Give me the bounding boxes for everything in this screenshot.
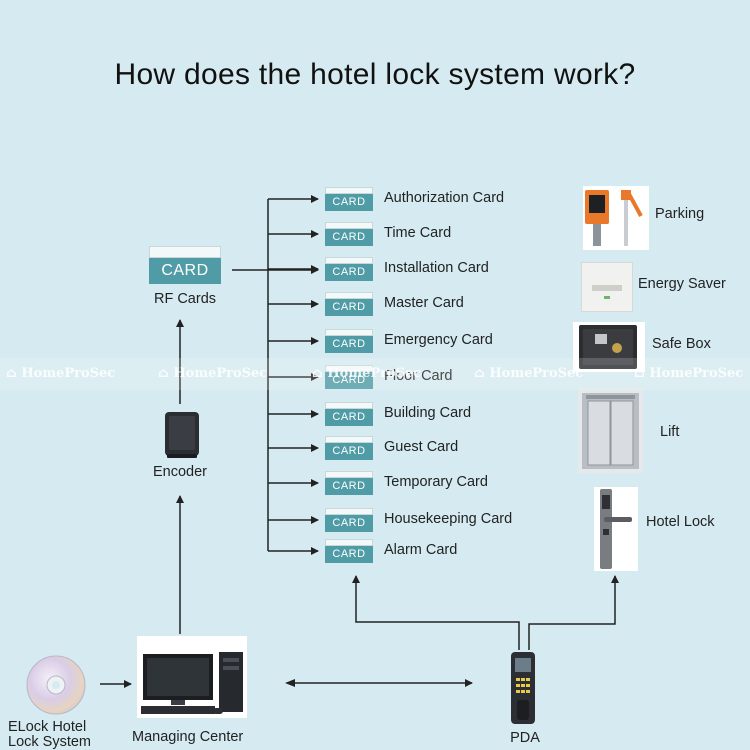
pda-label: PDA [510,730,540,746]
card-label: Authorization Card [384,190,505,206]
diagram-title: How does the hotel lock system work? [114,58,636,91]
pda-icon [511,652,535,724]
watermark-text: ⌂ HomeProSec [634,366,744,381]
watermark-band [0,358,750,390]
parking-icon [583,186,649,250]
card-badge: CARD [325,264,373,281]
card-badge: CARD [325,372,373,389]
card-icon: CARD [325,329,373,353]
watermark-text: ⌂ HomeProSec [158,366,268,381]
card-badge: CARD [325,229,373,246]
lift-icon [578,389,643,473]
card-label: Time Card [384,225,452,241]
safe-box-icon [573,322,645,372]
card-badge: CARD [325,299,373,316]
card-label: Housekeeping Card [384,511,513,527]
card-badge: CARD [325,515,373,532]
card-badge: CARD [325,409,373,426]
card-icon: CARD [325,257,373,281]
elock-label-line1: ELock Hotel [8,719,87,735]
card-icon: CARD [325,471,373,495]
card-label: Temporary Card [384,474,488,490]
card-badge: CARD [325,194,373,211]
card-label: Alarm Card [384,542,458,558]
card-label: Installation Card [384,260,489,276]
device-label-lift: Lift [660,424,680,440]
rf-cards-icon: CARD [149,246,221,286]
hotel-lock-icon [594,487,638,571]
card-label: Guest Card [384,439,459,455]
elock-label-line2: Lock System [8,734,91,750]
encoder-label: Encoder [152,464,207,480]
card-icon: CARD [325,187,373,211]
rf-cards-label: RF Cards [153,291,217,307]
card-label: Building Card [384,405,472,421]
card-badge: CARD [325,443,373,460]
encoder-icon [165,412,199,458]
managing-center-label: Managing Center [132,729,244,745]
card-label: Emergency Card [384,332,493,348]
managing-center-icon [137,636,247,718]
card-icon: CARD [325,292,373,316]
device-label-parking: Parking [655,206,705,222]
device-label-hotel-lock: Hotel Lock [646,514,715,530]
cd-icon [26,655,86,715]
card-icon: CARD [325,365,373,389]
rf-cards-badge: CARD [149,258,221,284]
card-label: Floor Card [384,368,453,384]
card-badge: CARD [325,478,373,495]
pda-to-lock-arrow [528,575,619,650]
device-label-safe-box: Safe Box [652,336,711,352]
card-icon: CARD [325,222,373,246]
pda-to-cards-arrow [352,575,520,650]
card-label: Master Card [384,295,464,311]
card-icon: CARD [325,539,373,563]
card-icon: CARD [325,508,373,532]
device-label-energy-saver: Energy Saver [638,276,726,292]
watermark-text: ⌂ HomeProSec [312,366,422,381]
watermark-text: ⌂ HomeProSec [6,366,116,381]
watermark-text: ⌂ HomeProSec [474,366,584,381]
card-icon: CARD [325,436,373,460]
card-branches [268,195,319,555]
card-icon: CARD [325,402,373,426]
card-badge: CARD [325,546,373,563]
card-badge: CARD [325,336,373,353]
energy-saver-icon [581,262,633,312]
